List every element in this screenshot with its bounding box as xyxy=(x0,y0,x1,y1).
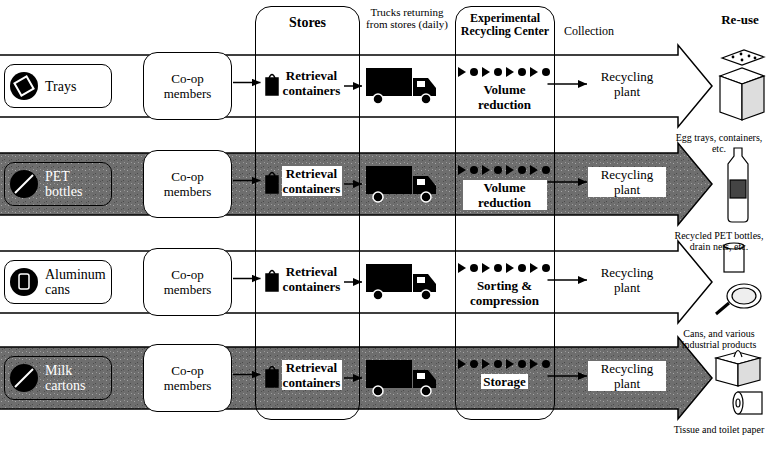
column-heading: Trucks returning from stores (daily) xyxy=(360,6,454,30)
flow-band xyxy=(0,241,712,323)
tray-symbol xyxy=(14,76,33,95)
truck-icon xyxy=(366,264,436,300)
tissue-picture xyxy=(716,351,762,415)
node-text: Recycling plant xyxy=(588,69,666,99)
product-caption: Tissue and toilet paper xyxy=(672,424,766,435)
container-label: Retrieval containers xyxy=(262,264,342,294)
node-text: Stores xyxy=(258,12,357,31)
category-icons xyxy=(10,72,38,392)
bag-handle xyxy=(269,75,275,79)
truck-icon xyxy=(366,68,436,104)
trucks xyxy=(366,68,436,396)
category-box: Aluminum cans xyxy=(4,260,112,304)
container-label: Retrieval containers xyxy=(262,166,342,196)
category-icon xyxy=(10,364,38,392)
node-text: Trays xyxy=(45,79,76,94)
dot-chain xyxy=(458,359,550,369)
plant-label: Recycling plant xyxy=(588,361,666,391)
flow-arrow xyxy=(548,375,588,377)
flow-arrow xyxy=(548,181,588,183)
node-text: Retrieval containers xyxy=(282,264,342,294)
carton-symbol xyxy=(15,369,33,387)
product-caption: Recycled PET bottles, drain nets, etc. xyxy=(672,230,766,252)
bag-icon xyxy=(266,78,278,95)
process-label: Volume reduction xyxy=(463,180,547,210)
dot-chain xyxy=(458,165,550,175)
bag-icon xyxy=(266,274,278,291)
dot-chain xyxy=(458,67,550,77)
container-label: Retrieval containers xyxy=(262,360,342,390)
process-label: Sorting & compression xyxy=(463,278,547,308)
node-text: PET bottles xyxy=(45,169,107,199)
bag-handle xyxy=(269,173,275,177)
plant-label: Recycling plant xyxy=(588,167,666,197)
bag-handle xyxy=(269,271,275,275)
member-box: Co-op members xyxy=(143,344,232,412)
category-box: PET bottles xyxy=(4,162,112,206)
flow-arrow xyxy=(548,83,588,85)
plant-label: Recycling plant xyxy=(588,69,666,99)
flow-arrow xyxy=(233,180,261,182)
node-text: Co-op members xyxy=(148,267,227,297)
category-box: Trays xyxy=(4,64,112,108)
flow-bands xyxy=(0,45,712,419)
member-box: Co-op members xyxy=(143,52,232,120)
flow-band xyxy=(0,337,712,419)
node-text: Volume reduction xyxy=(463,180,547,210)
member-box: Co-op members xyxy=(143,248,232,316)
product-caption: Egg trays, containers, etc. xyxy=(672,132,766,154)
column-heading: Collection xyxy=(556,24,622,38)
truck-icon xyxy=(366,360,436,396)
product-caption: Cans, and various industrial products xyxy=(672,328,766,350)
plant-label: Recycling plant xyxy=(588,265,666,295)
flow-arrow xyxy=(548,279,588,281)
process-label: Volume reduction xyxy=(463,82,547,112)
category-box: Milk cartons xyxy=(4,356,112,400)
bottle-picture xyxy=(728,148,748,222)
column-heading: Re-use xyxy=(714,12,766,27)
node-text: Co-op members xyxy=(148,363,227,393)
flow-band xyxy=(0,143,712,225)
bag-icon xyxy=(266,370,278,387)
node-text: Co-op members xyxy=(148,71,227,101)
can-symbol xyxy=(19,274,29,289)
store-column: StoresRetrieval containersRetrieval cont… xyxy=(255,6,360,420)
bottle-symbol xyxy=(15,175,33,193)
truck-icon xyxy=(366,166,436,202)
egg-tray-picture xyxy=(720,50,764,120)
flow-arrow xyxy=(233,278,261,280)
node-text: Retrieval containers xyxy=(282,166,342,196)
node-text: Co-op members xyxy=(148,169,227,199)
node-text: Volume reduction xyxy=(463,82,547,112)
flow-band xyxy=(0,45,712,127)
node-text: Retrieval containers xyxy=(282,360,342,390)
process-chains xyxy=(458,67,550,369)
can-and-pan-picture xyxy=(716,243,761,314)
node-text: Milk cartons xyxy=(45,363,107,393)
bag-handle xyxy=(269,367,275,371)
node-text: Storage xyxy=(481,374,528,389)
bag-icon xyxy=(266,176,278,193)
node-text: Aluminum cans xyxy=(45,267,107,297)
category-icon xyxy=(10,170,38,198)
dot-chain xyxy=(458,263,550,273)
category-icon xyxy=(10,268,38,296)
node-text: Recycling plant xyxy=(588,265,666,295)
flow-arrow xyxy=(233,82,261,84)
container-label: Retrieval containers xyxy=(262,68,342,98)
node-text: Experimental Recycling Center xyxy=(458,12,552,38)
category-icon xyxy=(10,72,38,100)
node-text: Recycling plant xyxy=(588,361,666,391)
node-text: Recycling plant xyxy=(588,167,666,197)
flow-arrow xyxy=(233,374,261,376)
container-icons xyxy=(266,75,278,388)
node-text: Sorting & compression xyxy=(463,278,547,308)
node-text: Retrieval containers xyxy=(282,68,342,98)
center-column: Experimental Recycling CenterVolume redu… xyxy=(455,6,555,420)
member-box: Co-op members xyxy=(143,150,232,218)
process-label: Storage xyxy=(463,374,547,389)
